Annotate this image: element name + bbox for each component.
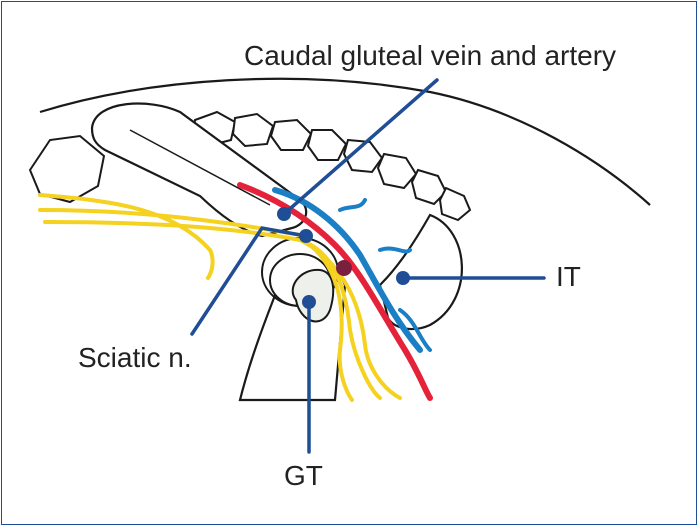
pointer-dots	[277, 207, 410, 309]
pointer-sciatic	[190, 226, 308, 336]
vertebra	[306, 129, 348, 161]
pointers	[190, 78, 546, 454]
pointer-dot-vessels	[277, 207, 291, 221]
pointer-dot-sciatic	[299, 229, 313, 243]
pointer-dot-gt	[302, 295, 316, 309]
label-gt: GT	[284, 460, 323, 491]
vertebra	[438, 186, 472, 222]
vein-branch	[398, 308, 432, 352]
vein-branch	[378, 246, 412, 254]
vertebrae	[191, 110, 472, 222]
sciatic-nerve	[38, 193, 402, 402]
vertebra	[342, 138, 384, 174]
vein-branch	[338, 198, 367, 212]
vertebra	[376, 152, 418, 190]
ilium-inner-line	[129, 129, 271, 206]
vertebra	[269, 118, 313, 151]
body-outline	[39, 77, 651, 206]
pointer-vessels	[282, 78, 439, 216]
label-it: IT	[556, 261, 581, 292]
vertebra	[231, 112, 275, 148]
pelvis-fragment	[28, 134, 106, 204]
caudal-gluteal-vein	[272, 187, 423, 353]
label-caudal-gluteal-vessels: Caudal gluteal vein and artery	[244, 40, 617, 71]
pointer-dot-it	[396, 271, 410, 285]
ilium	[90, 102, 308, 238]
ischium	[378, 213, 463, 331]
vertebra	[410, 168, 448, 206]
ischiatic-foramen-dot	[336, 260, 352, 276]
label-sciatic-nerve: Sciatic n.	[78, 342, 192, 373]
